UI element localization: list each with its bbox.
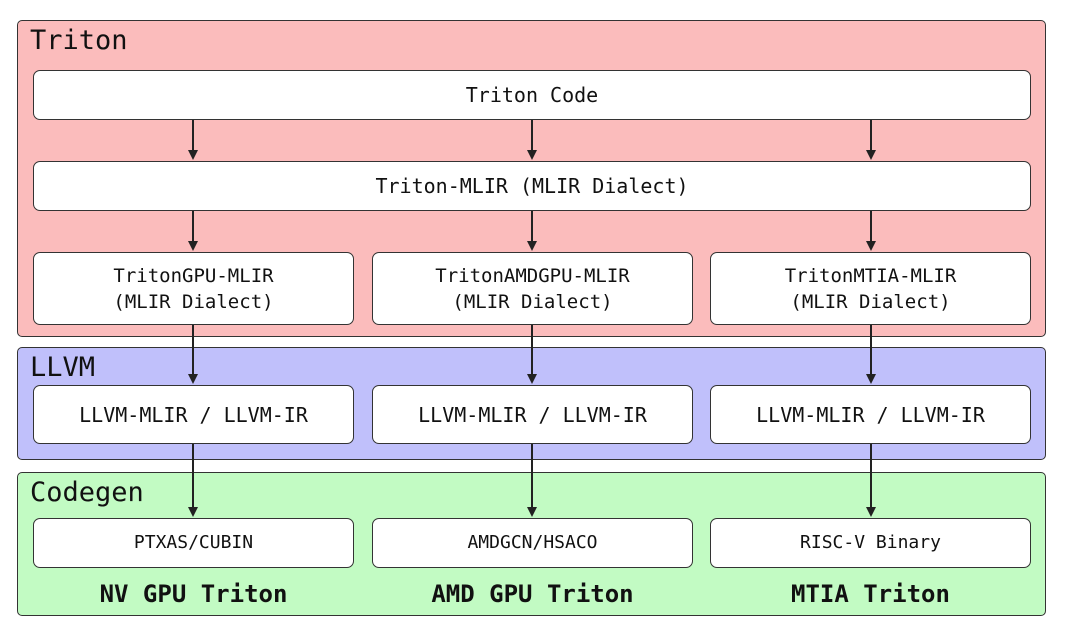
llvm-ir-label-amd: LLVM-MLIR / LLVM-IR [418,402,647,427]
tritongpu-mlir-box: TritonGPU-MLIR (MLIR Dialect) [33,252,354,325]
tritonmtia-mlir-box: TritonMTIA-MLIR (MLIR Dialect) [710,252,1031,325]
tritonamdgpu-mlir-box: TritonAMDGPU-MLIR (MLIR Dialect) [372,252,693,325]
triton-mlir-label: Triton-MLIR (MLIR Dialect) [375,174,689,198]
ptxas-cubin-box: PTXAS/CUBIN [33,518,354,568]
tritongpu-mlir-label: TritonGPU-MLIR [113,264,274,287]
triton-code-box: Triton Code [33,70,1031,120]
tritonmtia-mlir-sublabel: (MLIR Dialect) [790,290,951,313]
triton-code-label: Triton Code [465,83,599,107]
tritonamdgpu-mlir-label: TritonAMDGPU-MLIR [435,264,630,287]
riscv-binary-label: RISC-V Binary [800,532,941,553]
tritonmtia-mlir-label: TritonMTIA-MLIR [784,264,957,287]
riscv-binary-box: RISC-V Binary [710,518,1031,568]
amdgcn-hsaco-label: AMDGCN/HSACO [467,532,598,553]
llvm-ir-box-nv: LLVM-MLIR / LLVM-IR [33,385,354,444]
backend-label-nv: NV GPU Triton [99,580,288,608]
llvm-ir-box-mtia: LLVM-MLIR / LLVM-IR [710,385,1031,444]
llvm-ir-box-amd: LLVM-MLIR / LLVM-IR [372,385,693,444]
backend-label-mtia: MTIA Triton [791,580,950,608]
ptxas-cubin-label: PTXAS/CUBIN [133,532,254,553]
llvm-ir-label-nv: LLVM-MLIR / LLVM-IR [79,402,308,427]
tritongpu-mlir-sublabel: (MLIR Dialect) [113,290,274,313]
amdgcn-hsaco-box: AMDGCN/HSACO [372,518,693,568]
llvm-ir-label-mtia: LLVM-MLIR / LLVM-IR [756,402,985,427]
llvm-layer-title: LLVM [30,352,96,383]
backend-label-amd: AMD GPU Triton [431,580,634,608]
codegen-layer-title: Codegen [30,477,144,508]
triton-layer-title: Triton [30,25,128,56]
tritonamdgpu-mlir-sublabel: (MLIR Dialect) [452,290,613,313]
triton-mlir-box: Triton-MLIR (MLIR Dialect) [33,161,1031,211]
